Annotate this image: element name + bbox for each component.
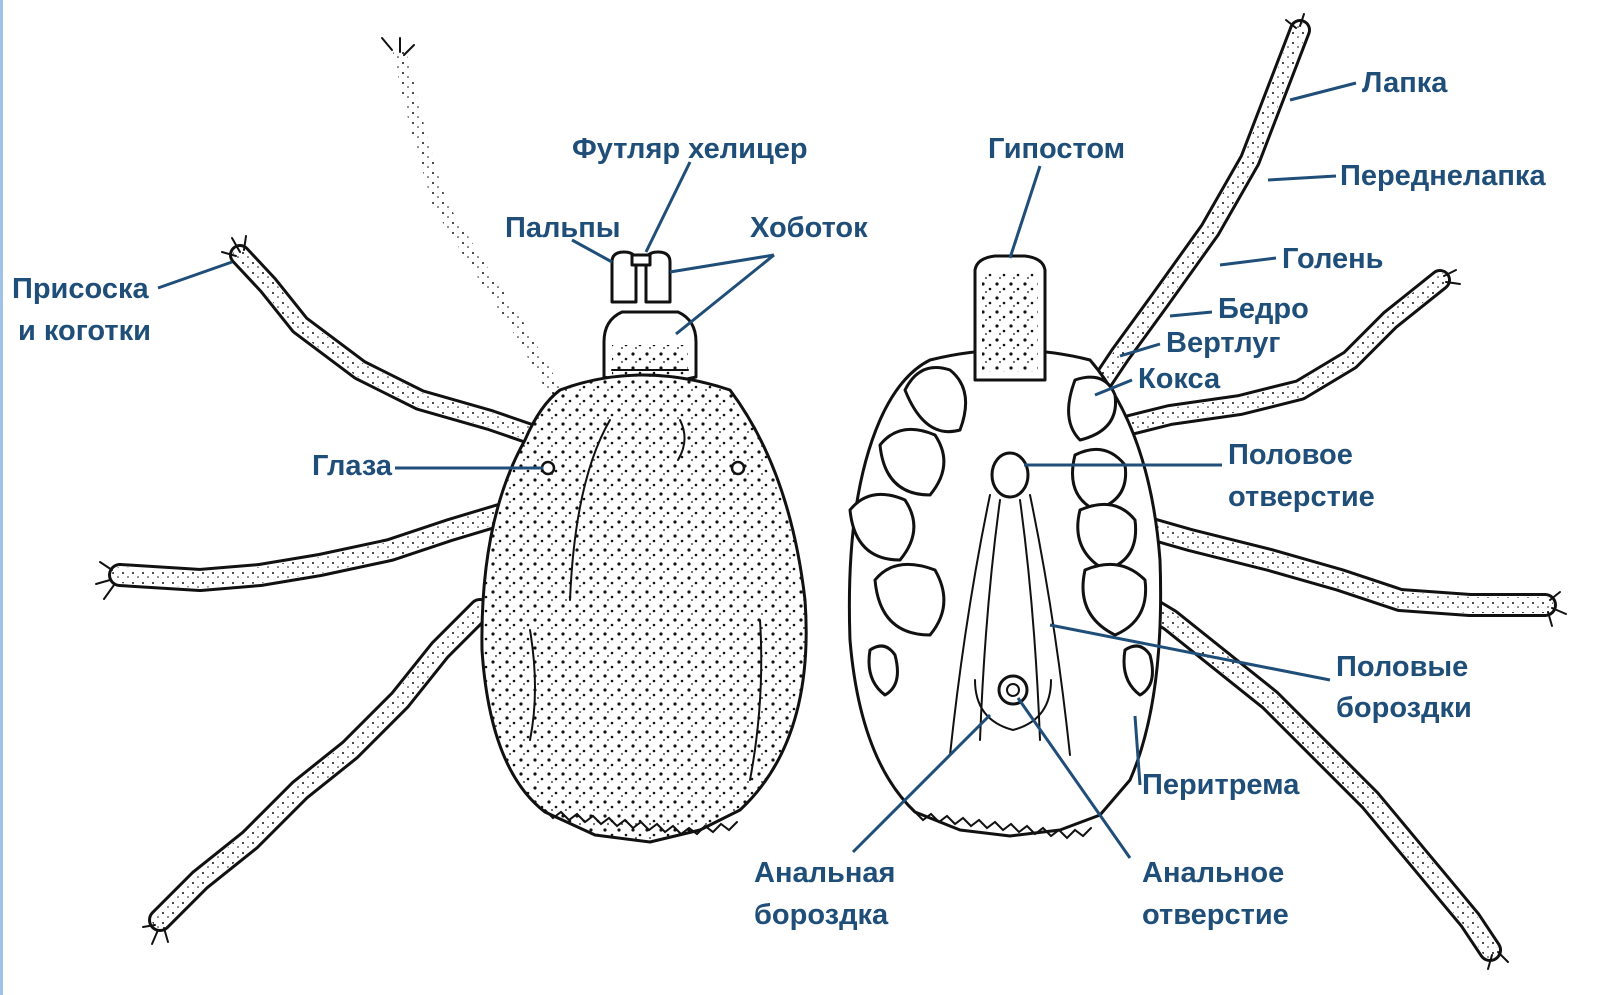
label-sucker-claws-line2: и коготки xyxy=(18,315,151,347)
label-proboscis: Хоботок xyxy=(750,212,868,244)
label-tarsus: Лапка xyxy=(1362,67,1448,99)
ventral-view-tick xyxy=(849,14,1566,969)
label-eyes: Глаза xyxy=(312,450,393,482)
label-coxa: Кокса xyxy=(1138,363,1221,395)
label-genital-opening-line2: отверстие xyxy=(1228,481,1375,513)
label-anal-opening-line1: Анальное xyxy=(1142,857,1284,889)
label-anal-opening-line2: отверстие xyxy=(1142,899,1289,931)
dorsal-body xyxy=(482,375,806,842)
label-anal-groove-line2: бороздка xyxy=(754,899,889,931)
label-genital-opening-line1: Половое xyxy=(1228,439,1353,471)
label-genital-grooves-line2: бороздки xyxy=(1336,692,1472,724)
anal-opening xyxy=(999,676,1027,704)
label-pretarsus: Переднелапка xyxy=(1340,160,1546,192)
label-tibia: Голень xyxy=(1282,243,1384,275)
label-peritreme: Перитрема xyxy=(1142,769,1300,801)
ventral-leg-3-right xyxy=(1120,520,1566,626)
label-femur: Бедро xyxy=(1218,293,1309,325)
label-chelicera-case: Футляр хелицер xyxy=(572,133,808,165)
label-trochanter: Вертлуг xyxy=(1166,327,1280,359)
dorsal-capitulum xyxy=(604,252,696,383)
label-hypostome: Гипостом xyxy=(988,133,1125,165)
label-genital-grooves-line1: Половые xyxy=(1336,651,1468,683)
dorsal-leg-3-left xyxy=(96,515,500,599)
genital-opening xyxy=(992,453,1028,497)
label-sucker-claws-line1: Присоска xyxy=(12,273,149,305)
label-anal-groove-line1: Анальная xyxy=(754,857,895,889)
label-palps: Пальпы xyxy=(505,212,621,244)
dorsal-leg-2-left xyxy=(222,236,548,440)
dorsal-leg-4-left xyxy=(143,610,480,944)
ventral-body xyxy=(849,256,1160,838)
dorsal-view-tick xyxy=(96,38,806,944)
